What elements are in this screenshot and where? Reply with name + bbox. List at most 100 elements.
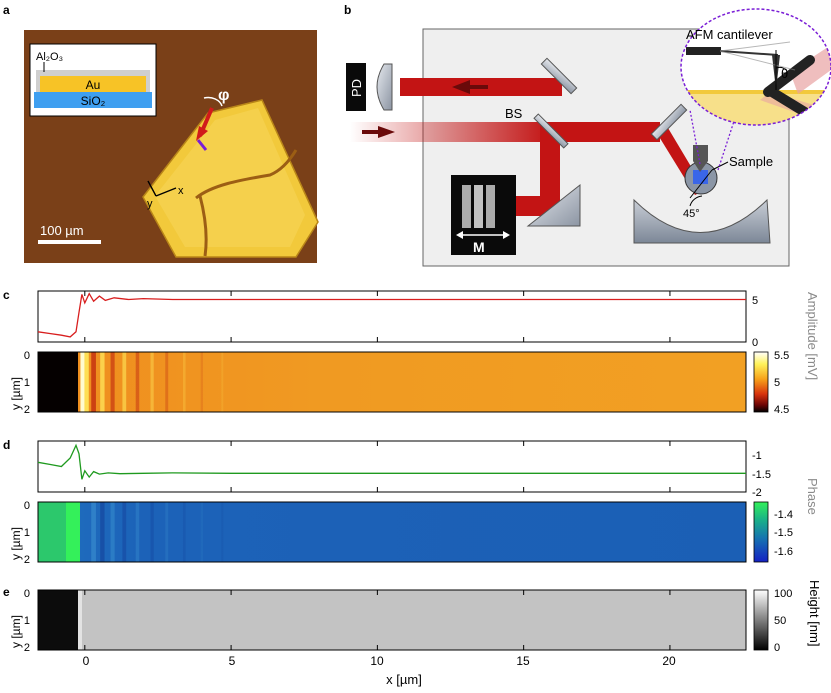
x-tick-5: 5: [229, 654, 236, 668]
amplitude-stripe: [83, 352, 89, 412]
amplitude-stripe: [200, 352, 203, 412]
y-tick-0-c: 0: [24, 350, 30, 362]
cantilever-chip: [686, 47, 721, 55]
tip-holder: [693, 145, 708, 161]
mirror-bottom: [526, 183, 581, 227]
au-label: Au: [86, 78, 101, 92]
height-cbar-tick-max: 100: [774, 588, 792, 600]
amplitude-line-ticks: [84, 291, 671, 342]
amplitude-edge-stripe: [80, 352, 85, 412]
panel-label-d: d: [3, 438, 10, 452]
y-tick-0-e: 0: [24, 588, 30, 600]
incidence-marker: [196, 139, 208, 151]
axis-x-label: x: [178, 185, 184, 197]
phase-stripe: [110, 502, 115, 562]
axis-y-label: y: [147, 198, 153, 210]
flake-shading: [155, 108, 305, 247]
y-tick-2-e: 2: [24, 642, 30, 654]
height-side-label: Height [nm]: [807, 580, 822, 646]
x-tick-10: 10: [370, 654, 384, 668]
amplitude-stripe: [122, 352, 127, 412]
amplitude-cbar-tick-min: 4.5: [774, 404, 789, 416]
amplitude-colorbar: [753, 351, 769, 413]
amplitude-map-background: [38, 352, 746, 412]
phase-colorbar: [753, 501, 769, 563]
x-axis-ticks: [84, 590, 671, 650]
sample: [693, 170, 708, 184]
phase-map-background: [38, 502, 746, 562]
amplitude-map-stripes: [80, 352, 224, 412]
phase-map-stripes: [91, 502, 224, 562]
phase-stripe: [91, 502, 96, 562]
x-tick-0: 0: [83, 654, 90, 668]
phase-map-frame: [37, 501, 747, 563]
amplitude-stripe: [182, 352, 186, 412]
scalebar-label: 100 µm: [40, 223, 84, 238]
phase-stripe: [165, 502, 169, 562]
x-tick-20: 20: [662, 654, 676, 668]
amplitude-stripe: [221, 352, 224, 412]
phase-map: [38, 502, 746, 562]
amplitude-side-label: Amplitude [mV]: [805, 292, 820, 380]
phase-profile-line: [37, 443, 746, 480]
sample-label: Sample: [729, 154, 773, 169]
input-beam: [350, 122, 550, 142]
mirror-right: [650, 103, 688, 141]
parabolic-mirror: [633, 198, 771, 244]
y-tick-1-e: 1: [24, 615, 30, 627]
bs-label: BS: [505, 106, 523, 121]
panel-b-setup: PD BS M 45° Sample: [346, 8, 831, 267]
panel-c: 5 0 0 1 2 y [µm] 5.5 5 4.5 Amplitude [mV…: [9, 290, 820, 416]
amplitude-stripe: [91, 352, 96, 412]
phase-stripe: [122, 502, 127, 562]
beam-down: [540, 128, 560, 210]
y-tick-1-c: 1: [24, 377, 30, 389]
y-tick-2-c: 2: [24, 404, 30, 416]
amplitude-stripe: [110, 352, 115, 412]
beam-splitter: [533, 113, 569, 149]
y-axis-label-c: y [µm]: [9, 377, 23, 410]
amplitude-map: [38, 352, 746, 412]
panel-e: 0 1 2 y [µm] 0 5 10 15 20 x [µm] 100 50 …: [9, 580, 822, 687]
pd-lens: [376, 63, 393, 111]
x-tick-15: 15: [516, 654, 530, 668]
height-map-background: [38, 590, 746, 650]
height-cbar-tick-mid: 50: [774, 615, 786, 627]
phase-tick-m1: -1: [752, 450, 762, 462]
al2o3-label: Al₂O₃: [36, 51, 63, 63]
panel-label-b: b: [344, 3, 351, 17]
height-colorbar: [753, 589, 769, 651]
phase-stripe: [150, 502, 154, 562]
theta-label: θ: [781, 66, 788, 81]
panel-label-a: a: [3, 3, 10, 17]
y-axis-label-e: y [µm]: [9, 615, 23, 648]
amplitude-cbar-tick-mid: 5: [774, 377, 780, 389]
x-axis-label: x [µm]: [386, 672, 422, 687]
layer-inset: Al₂O₃ Au SiO₂: [29, 43, 157, 117]
beam-right: [540, 122, 660, 142]
amplitude-map-dark-region: [38, 352, 78, 412]
amplitude-stripe: [165, 352, 169, 412]
phase-side-label: Phase: [805, 478, 820, 515]
phase-stripe: [221, 502, 224, 562]
cantilever-label: AFM cantilever: [686, 27, 773, 42]
m-label: M: [473, 239, 485, 255]
amplitude-tick-0: 0: [752, 337, 758, 349]
phase-tick-m15: -1.5: [752, 469, 771, 481]
mirror-top: [540, 57, 578, 95]
angle-arc: [203, 96, 223, 107]
y-tick-0-d: 0: [24, 500, 30, 512]
height-map-dark-region: [38, 590, 78, 650]
phi-label: φ: [218, 87, 229, 104]
pd-label: PD: [349, 79, 364, 97]
phase-cbar-tick-mid: -1.5: [774, 527, 793, 539]
amplitude-cbar-tick-max: 5.5: [774, 350, 789, 362]
sio2-layer: [34, 92, 152, 108]
phase-stripe: [200, 502, 203, 562]
y-axis-label-d: y [µm]: [9, 527, 23, 560]
phase-stripe: [135, 502, 140, 562]
photodiode: [346, 63, 366, 111]
phase-cbar-tick-max: -1.4: [774, 509, 793, 521]
height-map-edge: [78, 590, 82, 650]
